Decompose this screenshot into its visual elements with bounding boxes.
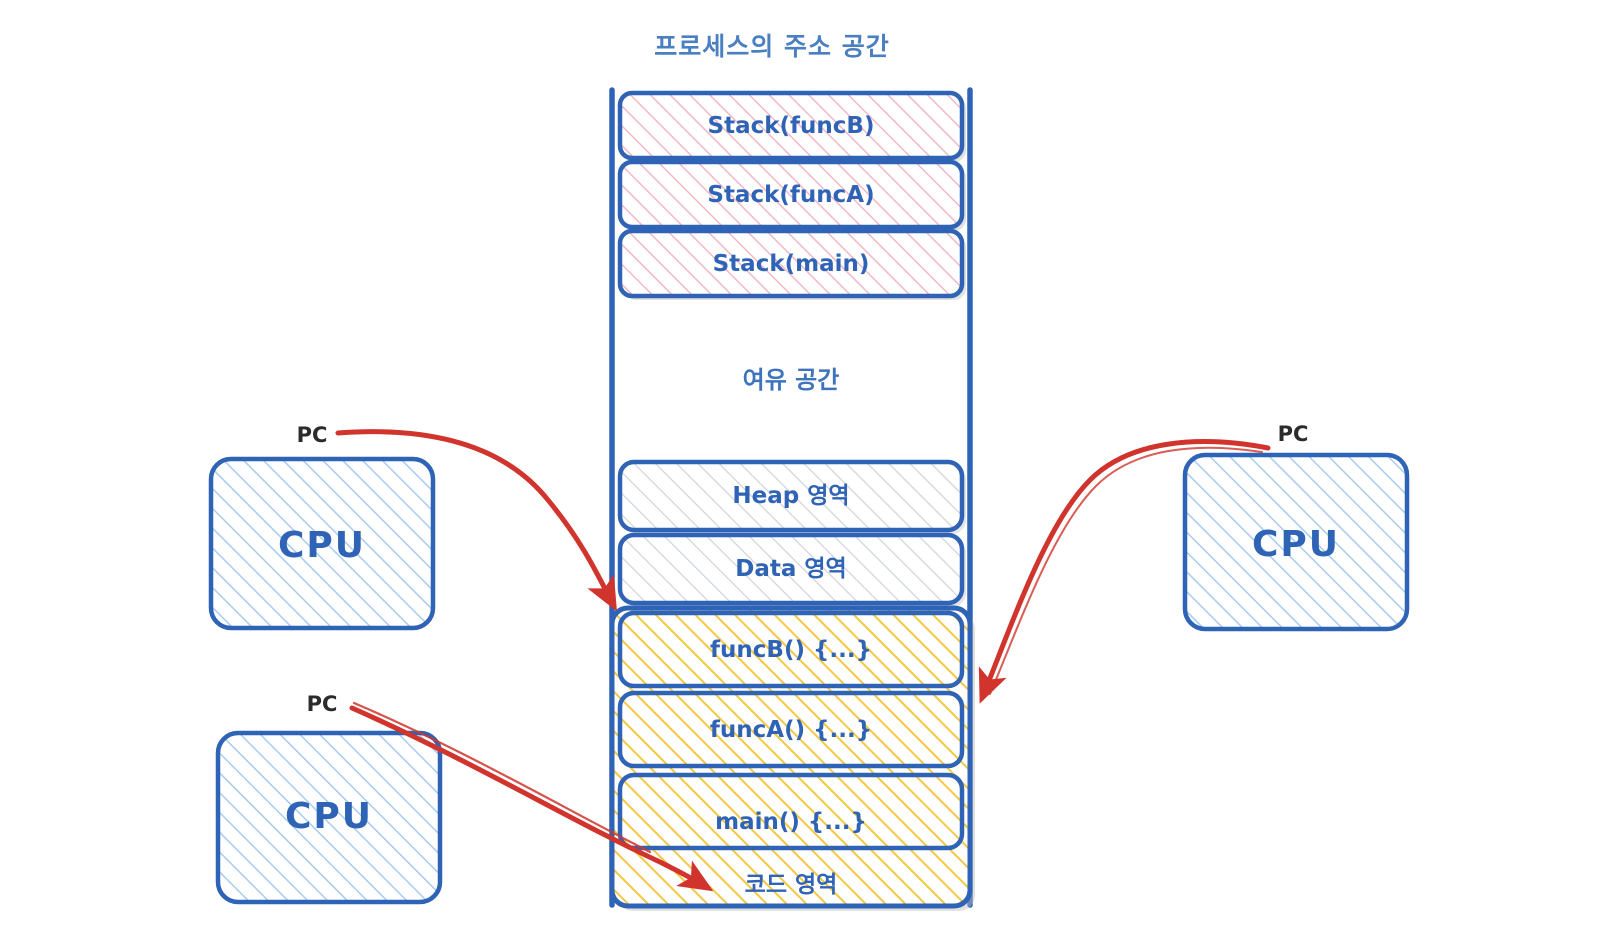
- page-title: 프로세스의 주소 공간: [654, 32, 889, 61]
- stack-block-label: Stack(main): [713, 251, 870, 277]
- stack-region: Stack(funcB) Stack(funcA) Stack(main): [617, 90, 966, 300]
- free-space-label: 여유 공간: [743, 366, 840, 394]
- code-block-label: funcA() {...}: [710, 717, 872, 743]
- arrow-right-to-funca: [978, 439, 1271, 704]
- code-region-label: 코드 영역: [745, 872, 838, 898]
- pc-label-bottom-left: PC: [307, 692, 338, 716]
- heap-block[interactable]: Heap 영역: [617, 459, 966, 534]
- pc-label-top-left: PC: [297, 423, 328, 447]
- cpu-label: CPU: [285, 796, 373, 837]
- cpu-label: CPU: [278, 525, 366, 566]
- data-block-label: Data 영역: [735, 556, 846, 582]
- cpu-bottom-left[interactable]: CPU: [215, 730, 443, 905]
- cpu-top-left[interactable]: CPU: [208, 456, 436, 631]
- cpu-right[interactable]: CPU: [1182, 452, 1410, 632]
- stack-block-label: Stack(funcA): [707, 182, 874, 208]
- code-block-main[interactable]: main() {...}: [617, 772, 965, 851]
- cpu-label: CPU: [1252, 524, 1340, 565]
- code-block-funca[interactable]: funcA() {...}: [617, 690, 965, 769]
- pc-label-right: PC: [1278, 422, 1309, 446]
- code-block-label: funcB() {...}: [710, 637, 872, 663]
- data-block[interactable]: Data 영역: [617, 532, 966, 607]
- arrow-bottom-left-to-code: [349, 701, 714, 892]
- code-region[interactable]: funcB() {...} funcA() {...} main() {...}…: [609, 605, 975, 911]
- code-block-label: main() {...}: [715, 809, 867, 835]
- stack-block-main[interactable]: Stack(main): [617, 228, 966, 300]
- arrow-top-left-to-funcb: [335, 429, 617, 612]
- code-block-funcb[interactable]: funcB() {...}: [617, 610, 965, 689]
- free-space-region: 여유 공간: [743, 366, 840, 394]
- stack-block-funcb[interactable]: Stack(funcB): [617, 90, 966, 162]
- stack-block-label: Stack(funcB): [708, 113, 875, 139]
- heap-block-label: Heap 영역: [732, 483, 849, 509]
- stack-block-funca[interactable]: Stack(funcA): [617, 159, 966, 231]
